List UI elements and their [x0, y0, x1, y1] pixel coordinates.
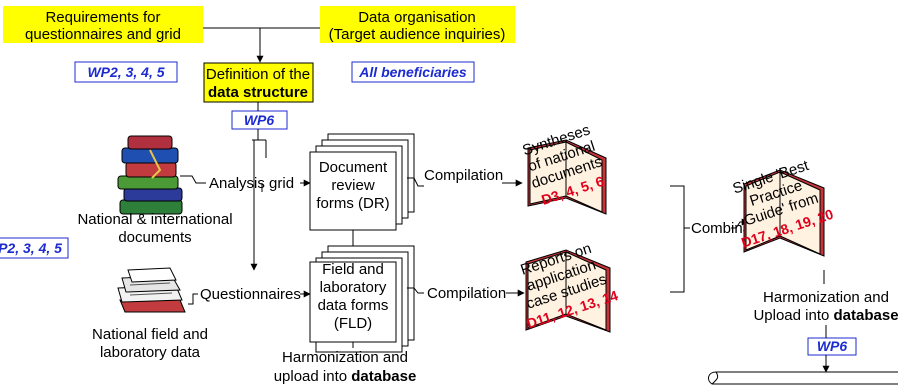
- definition-box: Definition of the data structure: [203, 62, 314, 103]
- svg-text:documents: documents: [118, 229, 191, 246]
- dr-forms-stack: Document review forms (DR): [309, 133, 415, 231]
- field-data-caption: National field and laboratory data: [92, 326, 208, 361]
- svg-text:Harmonization and: Harmonization and: [763, 289, 889, 306]
- wp-label-left: WP2, 3, 4, 5: [74, 61, 178, 83]
- compilation-bottom-label: Compilation: [427, 285, 506, 302]
- compilation-bottom-connector: [407, 287, 525, 297]
- compilation-top-label: Compilation: [424, 167, 503, 184]
- questionnaires-connector: [188, 290, 311, 305]
- svg-text:P2, 3, 4, 5: P2, 3, 4, 5: [0, 240, 62, 256]
- reports-book: Reports on application case studies D11,…: [518, 240, 620, 333]
- paper-stack-icon: [117, 267, 186, 313]
- harmonization-right: Harmonization and Upload into database: [753, 270, 898, 324]
- data-organisation-box: Data organisation (Target audience inqui…: [320, 6, 515, 43]
- compilation-top-connector: [407, 177, 523, 187]
- svg-text:Definition of the: Definition of the: [206, 66, 310, 83]
- books-stack-icon: [117, 135, 183, 215]
- database-scroll-icon: [708, 371, 898, 385]
- svg-text:questionnaires and grid: questionnaires and grid: [25, 26, 181, 43]
- top-connectors: [203, 27, 320, 63]
- svg-text:Requirements for: Requirements for: [45, 9, 160, 26]
- requirements-box: Requirements for questionnaires and grid: [3, 6, 203, 43]
- wp6-label-center: WP6: [231, 110, 288, 130]
- svg-text:review: review: [331, 177, 375, 194]
- svg-text:Upload into database: Upload into database: [753, 307, 898, 324]
- wp6-label-right: WP6: [807, 337, 857, 356]
- national-documents-caption: National & international documents: [77, 211, 232, 246]
- syntheses-book: Syntheses of national documents D3, 4, 5…: [520, 121, 607, 215]
- svg-text:WP6: WP6: [244, 112, 275, 128]
- svg-text:All beneficiaries: All beneficiaries: [358, 64, 467, 80]
- svg-text:National field and: National field and: [92, 326, 208, 343]
- wp-label-far-left: P2, 3, 4, 5: [0, 237, 69, 259]
- svg-text:(Target audience inquiries): (Target audience inquiries): [329, 26, 506, 43]
- svg-text:Field and: Field and: [322, 261, 384, 278]
- svg-text:Data organisation: Data organisation: [358, 9, 476, 26]
- svg-text:data forms: data forms: [318, 297, 389, 314]
- svg-text:National & international: National & international: [77, 211, 232, 228]
- svg-text:upload into database: upload into database: [274, 368, 417, 385]
- svg-text:laboratory: laboratory: [320, 279, 387, 296]
- svg-text:forms (DR): forms (DR): [316, 195, 389, 212]
- analysis-grid-label: Analysis grid: [209, 175, 294, 192]
- harmonization-center: Harmonization and upload into database: [274, 342, 417, 385]
- wp-label-all-beneficiaries: All beneficiaries: [351, 61, 475, 83]
- svg-text:(FLD): (FLD): [334, 315, 372, 332]
- svg-text:data structure: data structure: [208, 84, 308, 101]
- svg-text:WP6: WP6: [817, 338, 848, 354]
- definition-connectors: [250, 102, 311, 271]
- svg-text:Harmonization and: Harmonization and: [282, 349, 408, 366]
- analysis-grid-connector: [180, 175, 206, 184]
- questionnaires-label: Questionnaires: [200, 286, 301, 303]
- svg-text:laboratory data: laboratory data: [100, 344, 201, 361]
- svg-text:WP2, 3, 4, 5: WP2, 3, 4, 5: [87, 64, 164, 80]
- fld-forms-stack: Field and laboratory data forms (FLD): [309, 245, 415, 353]
- svg-text:Document: Document: [319, 159, 388, 176]
- combination-connector: [670, 185, 749, 293]
- guide-book: Single 'Best Practice Guide' from D17, 1…: [731, 157, 835, 257]
